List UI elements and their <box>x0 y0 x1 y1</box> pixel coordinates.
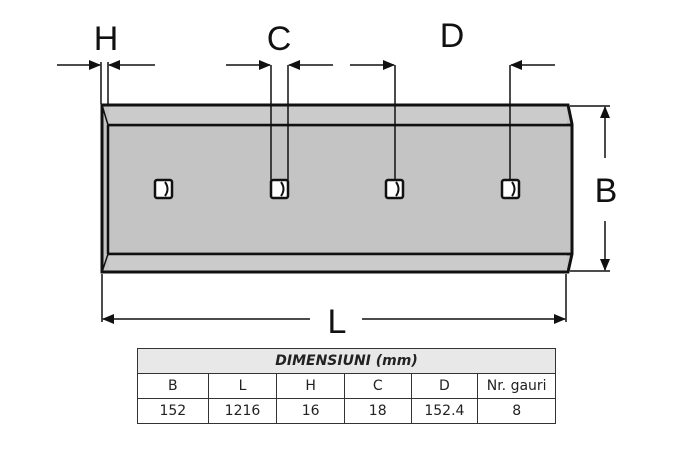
bolt-hole-icon <box>500 178 521 200</box>
value-b: 152 <box>137 398 209 424</box>
dimensions-table: DIMENSIUNI (mm) B L H C D Nr. gauri 152 … <box>137 348 556 424</box>
bolt-holes <box>153 178 521 200</box>
dimension-label-b: B <box>595 172 618 210</box>
value-d: 152.4 <box>410 398 479 424</box>
bolt-hole-icon <box>269 178 290 200</box>
dimension-h: H <box>57 20 155 104</box>
value-h: 16 <box>276 398 345 424</box>
dimension-label-d: D <box>440 17 465 55</box>
value-nr-gauri: 8 <box>477 398 556 424</box>
dimension-b: B <box>570 105 618 272</box>
dimension-l: L <box>101 274 567 340</box>
dimension-label-h: H <box>94 20 119 58</box>
table-row: 152 1216 16 18 152.4 8 <box>137 398 556 424</box>
dimension-d: D <box>350 17 555 180</box>
blade-body <box>100 103 574 274</box>
header-c: C <box>343 373 412 399</box>
value-l: 1216 <box>207 398 278 424</box>
header-b: B <box>137 373 209 399</box>
table-title: DIMENSIUNI (mm) <box>137 348 556 374</box>
dimension-c: C <box>226 20 333 180</box>
dimension-label-l: L <box>328 303 347 340</box>
table-header-row: B L H C D Nr. gauri <box>137 373 556 399</box>
blade-diagram: H C D B L <box>57 17 618 340</box>
bolt-hole-icon <box>153 178 174 200</box>
header-nr-gauri: Nr. gauri <box>477 373 556 399</box>
value-c: 18 <box>343 398 412 424</box>
bolt-hole-icon <box>384 178 405 200</box>
header-h: H <box>276 373 345 399</box>
dimension-label-c: C <box>267 20 292 58</box>
header-l: L <box>207 373 278 399</box>
header-d: D <box>410 373 479 399</box>
